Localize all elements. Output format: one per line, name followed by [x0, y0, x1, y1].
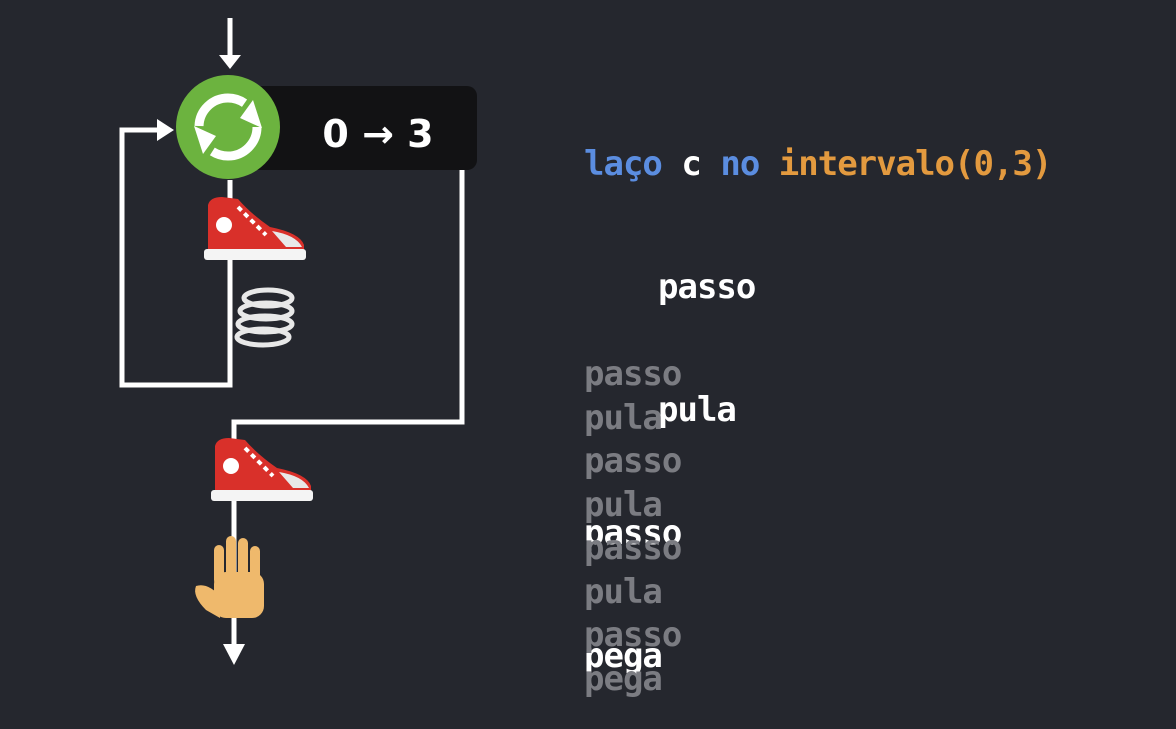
refresh-icon — [176, 75, 280, 179]
loop-body-line: passo — [658, 267, 756, 307]
hand-icon — [195, 536, 264, 618]
entry-arrow — [219, 18, 241, 69]
code-line: pega — [584, 636, 663, 676]
trace-item: passo — [584, 354, 682, 394]
trace-item: pega — [584, 658, 663, 699]
loop-variable: c — [681, 144, 702, 184]
trace-item: pula — [584, 484, 663, 525]
trace-item: passo — [584, 441, 682, 481]
loop-header-line: laço c no intervalo(0,3) — [584, 144, 1053, 185]
trace-item: passo — [584, 615, 682, 655]
trace-item: pula — [584, 397, 663, 438]
loop-range-badge: 0 → 3 — [222, 86, 477, 170]
in-keyword: no — [720, 144, 760, 184]
range-call: intervalo(0,3) — [778, 144, 1053, 184]
trace-item: passo — [584, 528, 682, 568]
spring-icon — [234, 287, 295, 348]
loop-exit-path — [223, 170, 465, 665]
code-line: passo — [584, 513, 682, 553]
loop-back-path — [119, 119, 233, 388]
loop-body-line: pula — [658, 390, 737, 430]
sneaker-icon — [204, 197, 306, 260]
trace-item: pula — [584, 571, 663, 612]
loop-range-label: 0 → 3 — [322, 112, 433, 156]
loop-keyword: laço — [584, 144, 663, 184]
sneaker-icon — [211, 438, 313, 501]
execution-trace: passo pula passo pula passo pula passo p… — [584, 353, 682, 701]
code-block: laço c no intervalo(0,3) passo pula pass… — [584, 62, 1053, 718]
